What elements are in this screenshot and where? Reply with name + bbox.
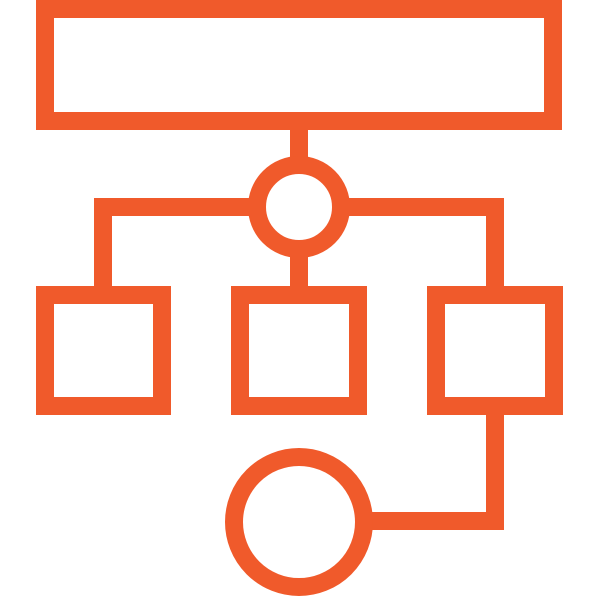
top-bar-node (36, 0, 562, 130)
hub-circle-node (248, 156, 350, 258)
bottom-circle-node (225, 448, 373, 596)
right-box-node (427, 286, 563, 415)
connector-hub-to-left (94, 198, 257, 295)
connector-right-to-bottom (364, 406, 504, 530)
connector-hub-to-right (341, 198, 504, 295)
center-box-node (231, 286, 367, 415)
left-box-node (36, 286, 171, 415)
